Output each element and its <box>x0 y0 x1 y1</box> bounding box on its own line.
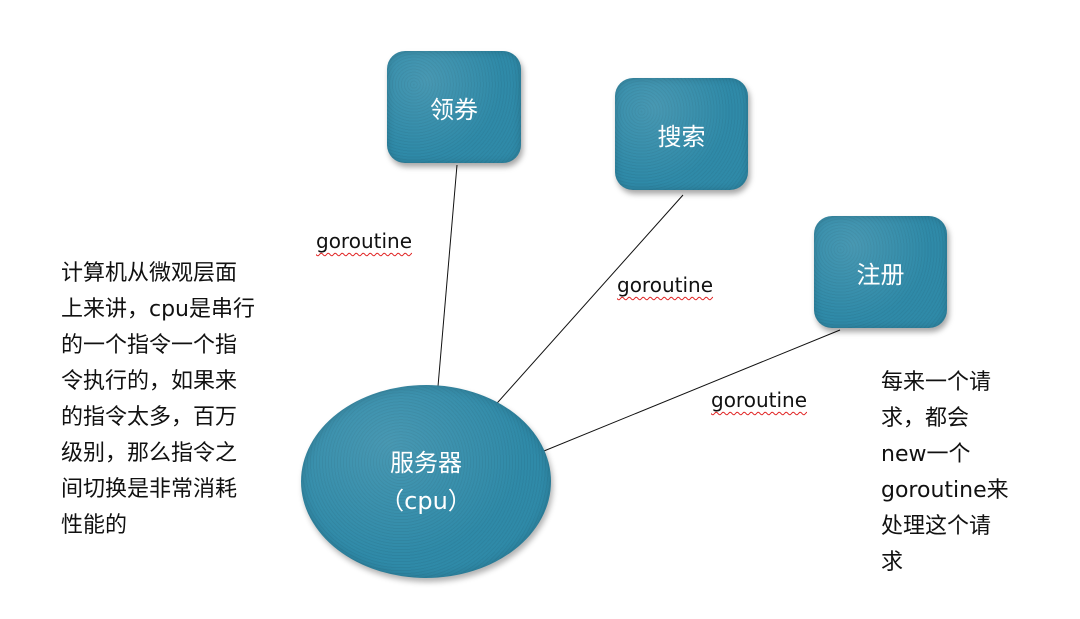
connector-coupon <box>436 164 458 399</box>
edge-label-register: goroutine <box>711 388 808 412</box>
note-right: 每来一个请 求，都会 new一个 goroutine来 处理这个请 求 <box>881 370 1009 575</box>
node-server: 服务器 （cpu） <box>301 385 551 578</box>
node-server-label: 服务器 <box>390 449 462 477</box>
connector-search <box>481 194 684 421</box>
edge-label-search: goroutine <box>617 273 714 297</box>
node-server-sublabel: （cpu） <box>380 487 472 515</box>
node-search: 搜索 <box>615 78 748 190</box>
node-search-label: 搜索 <box>657 122 706 151</box>
connector-register <box>516 329 841 463</box>
edge-label-coupon: goroutine <box>316 229 413 253</box>
node-register-label: 注册 <box>856 260 905 289</box>
node-coupon-label: 领券 <box>430 95 478 124</box>
note-left: 计算机从微观层面 上来讲，cpu是串行 的一个指令一个指 令执行的，如果来 的指… <box>61 261 256 538</box>
node-coupon: 领券 <box>387 51 521 163</box>
node-register: 注册 <box>814 216 947 328</box>
